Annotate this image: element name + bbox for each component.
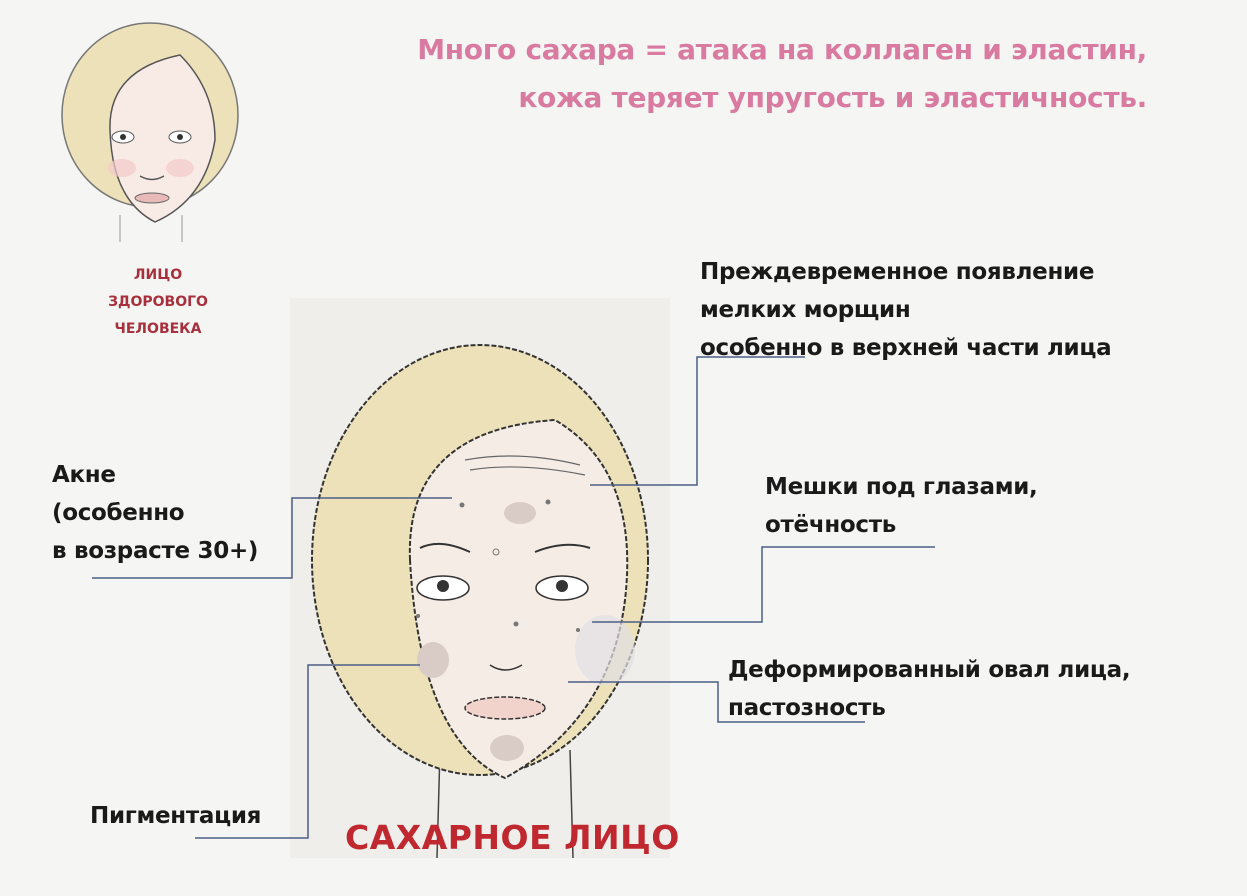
callout-line: (особенно — [52, 500, 185, 526]
callout-wrinkles: Преждевременное появление мелких морщин … — [700, 253, 1112, 367]
leader-line-oval — [568, 681, 865, 723]
label-line: ЗДОРОВОГО — [108, 294, 208, 310]
leader-line-wrinkles — [590, 356, 805, 486]
headline-line-2: кожа теряет упругость и эластичность. — [518, 81, 1147, 114]
leader-line-bags — [592, 546, 935, 623]
healthy-face-illustration — [61, 22, 239, 242]
callout-pigmentation: Пигментация — [90, 797, 261, 835]
leader-line-acne — [92, 497, 452, 579]
callout-acne: Акне (особенно в возрасте 30+) — [52, 456, 258, 570]
callout-line: Преждевременное появление — [700, 259, 1095, 285]
headline: Много сахара = атака на коллаген и эласт… — [417, 26, 1147, 122]
callout-line: Деформированный овал лица, — [728, 657, 1131, 683]
callout-line: пастозность — [728, 695, 886, 721]
callout-line: мелких морщин — [700, 297, 911, 323]
callout-line: отёчность — [765, 512, 897, 538]
callout-oval: Деформированный овал лица, пастозность — [728, 651, 1131, 727]
callout-line: в возрасте 30+) — [52, 538, 259, 564]
callout-line: Акне — [52, 462, 116, 488]
sugar-face-illustration — [290, 298, 670, 859]
leader-line-pigmentation — [195, 664, 420, 839]
sugar-face-caption: САХАРНОЕ ЛИЦО — [345, 818, 680, 857]
label-line: ЛИЦО — [133, 267, 183, 283]
headline-line-1: Много сахара = атака на коллаген и эласт… — [417, 33, 1147, 66]
callout-line: особенно в верхней части лица — [700, 335, 1112, 361]
callout-bags: Мешки под глазами, отёчность — [765, 468, 1038, 544]
label-line: ЧЕЛОВЕКА — [114, 321, 202, 337]
callout-line: Пигментация — [90, 803, 262, 829]
callout-line: Мешки под глазами, — [765, 474, 1038, 500]
healthy-face-label: ЛИЦО ЗДОРОВОГО ЧЕЛОВЕКА — [88, 262, 228, 343]
